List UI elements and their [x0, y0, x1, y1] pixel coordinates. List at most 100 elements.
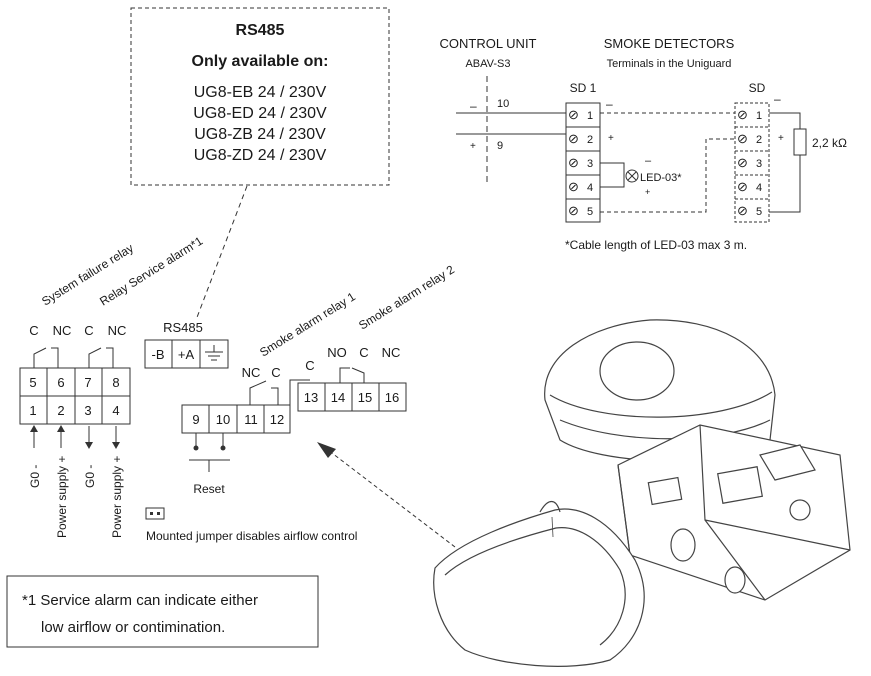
screw-icon: ⊘: [737, 107, 748, 122]
model-item: UG8-ED 24 / 230V: [193, 105, 327, 122]
footnote-box: *1 Service alarm can indicate either low…: [6, 575, 319, 648]
contact-nc-label: NC: [382, 345, 401, 360]
led-cable-note: *Cable length of LED-03 max 3 m.: [565, 238, 747, 252]
rs485-leader-line: [195, 185, 248, 321]
ground-icon: [205, 345, 223, 361]
contact-c-label: C: [84, 323, 93, 338]
terminal-6: 6: [57, 375, 64, 390]
terminal-4: 4: [112, 403, 119, 418]
jumper-icon: [145, 507, 165, 520]
screw-icon: ⊘: [737, 203, 748, 218]
polarity-plus: +: [645, 187, 650, 197]
cu-terminal-9: 9: [497, 140, 503, 152]
resistor-label: 2,2 kΩ: [812, 136, 847, 150]
terminal-11: 11: [244, 412, 258, 427]
smoke-relay-2-terminals: C NO C NC 13 14 15 16: [289, 345, 407, 412]
arrow-down-icon: [112, 442, 120, 449]
terminal-8: 8: [112, 375, 119, 390]
rs485-info-box: RS485 Only available on: UG8-EB 24 / 230…: [130, 7, 390, 186]
power-supply-label: Power supply +: [110, 456, 124, 538]
terminal-12: 12: [270, 412, 284, 427]
polarity-plus: +: [778, 133, 784, 144]
service-alarm-relay-label: Relay Service alarm*1: [97, 234, 205, 309]
control-unit-model: ABAV-S3: [465, 58, 510, 70]
polarity-minus: –: [470, 99, 477, 113]
model-item: UG8-ZB 24 / 230V: [194, 126, 326, 143]
g0-label: G0 -: [83, 465, 97, 488]
sd1-label: SD 1: [570, 81, 597, 95]
smoke-relay-1-terminals: NC C 9 10 11 12 Reset: [181, 365, 291, 496]
sd1-terminal: 3: [587, 158, 593, 170]
contact-c-label: C: [271, 365, 280, 380]
screw-icon: ⊘: [568, 155, 579, 170]
polarity-plus: +: [470, 141, 476, 152]
polarity-minus: –: [645, 155, 652, 167]
contact-nc-label: NC: [108, 323, 127, 338]
screw-icon: ⊘: [568, 179, 579, 194]
terminal-5: 5: [29, 375, 36, 390]
cu-terminal-10: 10: [497, 98, 509, 110]
contact-c-label: C: [359, 345, 368, 360]
terminal-13: 13: [304, 390, 318, 405]
sd1-terminal: 2: [587, 134, 593, 146]
rs485-a-terminal: +A: [178, 347, 195, 362]
screw-icon: ⊘: [737, 131, 748, 146]
g0-label: G0 -: [28, 465, 42, 488]
rs485-box-subtitle: Only available on:: [192, 53, 329, 70]
terminal-2: 2: [57, 403, 64, 418]
rs485-b-terminal: -B: [152, 347, 165, 362]
model-item: UG8-ZD 24 / 230V: [194, 147, 327, 164]
arrow-down-icon: [85, 442, 93, 449]
uniguard-device-illustration: [433, 319, 851, 667]
terminal-9: 9: [192, 412, 199, 427]
polarity-plus: +: [608, 133, 614, 144]
polarity-minus: –: [774, 92, 781, 106]
rs485-terminals: RS485 -B +A: [144, 320, 229, 369]
sd-label: SD: [749, 81, 766, 95]
sd1-terminal: 4: [587, 182, 593, 194]
lid-pointer-line: [327, 449, 456, 548]
smoke-detectors-title: SMOKE DETECTORS: [604, 36, 735, 51]
screw-icon: ⊘: [737, 179, 748, 194]
model-item: UG8-EB 24 / 230V: [194, 84, 327, 101]
sd-terminal: 1: [756, 110, 762, 122]
resistor-icon: [793, 128, 807, 156]
reset-label: Reset: [193, 482, 225, 496]
polarity-minus: –: [606, 97, 613, 111]
terminal-3: 3: [84, 403, 91, 418]
rs485-terminal-label: RS485: [163, 320, 203, 335]
contact-nc-label: NC: [53, 323, 72, 338]
terminal-16: 16: [385, 390, 399, 405]
sd1-terminal: 5: [587, 206, 593, 218]
power-supply-label: Power supply +: [55, 456, 69, 538]
arrow-up-icon: [30, 425, 38, 432]
sd-terminal-block: ⊘ 1 ⊘ 2 ⊘ 3 ⊘ 4 ⊘ 5: [734, 102, 770, 223]
led-label: LED-03*: [640, 172, 682, 184]
contact-no-label: NO: [327, 345, 347, 360]
contact-nc-label: NC: [242, 365, 261, 380]
arrow-up-icon: [57, 425, 65, 432]
terminal-15: 15: [358, 390, 372, 405]
terminal-7: 7: [84, 375, 91, 390]
jumper-note: Mounted jumper disables airflow control: [145, 507, 357, 543]
screw-icon: ⊘: [568, 131, 579, 146]
arrow-icon: [317, 442, 336, 458]
contact-c-label: C: [305, 358, 314, 373]
sd-terminal: 3: [756, 158, 762, 170]
smoke-alarm-relay-2-label: Smoke alarm relay 2: [356, 262, 457, 332]
footnote-line: *1 Service alarm can indicate either: [22, 592, 258, 609]
terminal-1: 1: [29, 403, 36, 418]
power-relay-terminals: C NC C NC 5 6 7 8 1 2 3 4 G0 - Power sup…: [19, 323, 131, 538]
sd1-terminal: 1: [587, 110, 593, 122]
jumper-note-text: Mounted jumper disables airflow control: [146, 529, 357, 543]
terminal-14: 14: [331, 390, 345, 405]
screw-icon: ⊘: [568, 203, 579, 218]
sd-terminal: 4: [756, 182, 762, 194]
smoke-detectors-subtitle: Terminals in the Uniguard: [607, 58, 732, 70]
screw-icon: ⊘: [737, 155, 748, 170]
rs485-box-title: RS485: [236, 22, 285, 39]
sd1-terminal-block: ⊘ 1 ⊘ 2 ⊘ 3 ⊘ 4 ⊘ 5: [565, 102, 601, 223]
control-unit-title: CONTROL UNIT: [439, 36, 536, 51]
smoke-detector-schematic: CONTROL UNIT ABAV-S3 SMOKE DETECTORS Ter…: [439, 36, 847, 252]
